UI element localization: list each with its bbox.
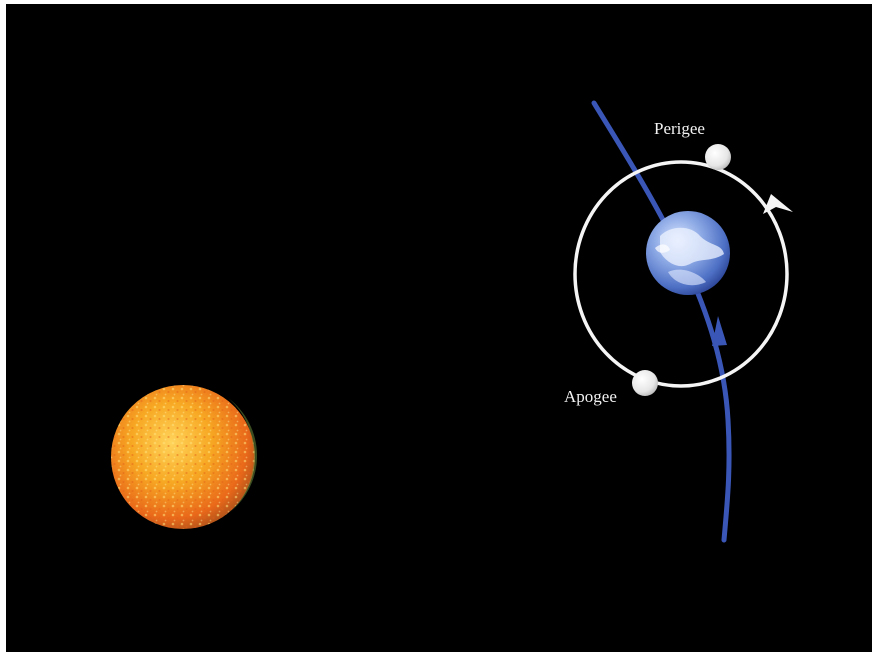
moon-icon — [632, 370, 658, 396]
earth-orbit-arrow-icon — [712, 316, 727, 346]
moon-icon — [705, 144, 731, 170]
earth-orbit-path — [594, 103, 729, 540]
moon-orbit-arrow-icon — [763, 194, 793, 214]
apogee-label: Apogee — [564, 388, 617, 405]
sun-icon — [100, 380, 270, 540]
earth-icon — [646, 211, 730, 295]
perigee-label: Perigee — [654, 120, 705, 137]
